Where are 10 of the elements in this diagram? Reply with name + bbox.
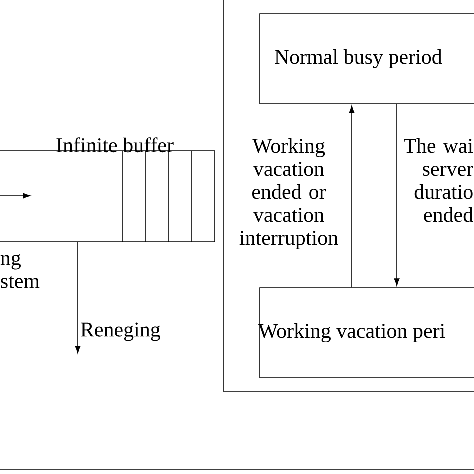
arrow: [349, 106, 355, 288]
arrow: [75, 242, 81, 354]
edge-label: The wai server duratio ended: [404, 138, 474, 222]
queue-box: Infinite buffer: [0, 138, 216, 242]
node-label: Infinite buffer: [56, 138, 174, 153]
state-box: Normal busy period: [260, 14, 474, 104]
frame-box: [224, 0, 474, 392]
edge-label: Reneging: [81, 322, 160, 342]
arrow: [394, 104, 400, 286]
edge-label: Working vacation ended or vacation interruption: [240, 138, 338, 250]
